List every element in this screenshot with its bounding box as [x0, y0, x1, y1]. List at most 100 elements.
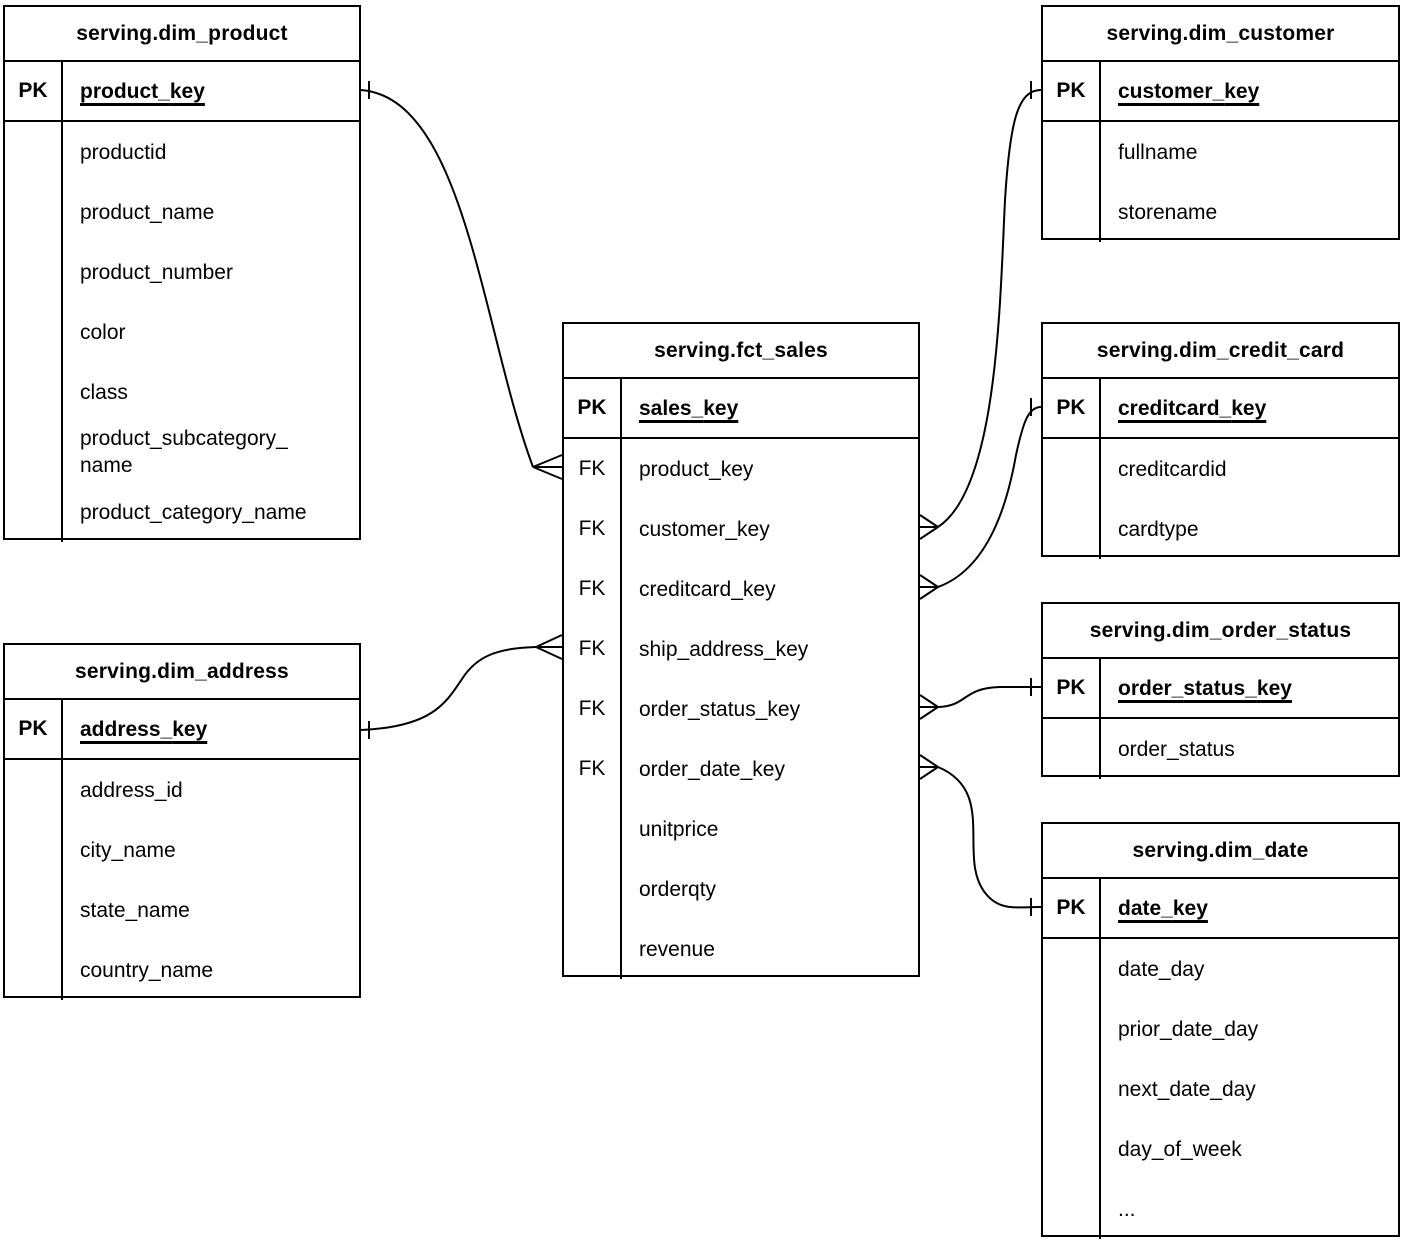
pk-badge: PK — [1043, 62, 1101, 120]
field-name: day_of_week — [1118, 1137, 1242, 1161]
primary-key-name: product_key — [80, 79, 205, 103]
empty-badge-cell — [1043, 1059, 1101, 1119]
relationship-fct-sales-creditcard — [919, 398, 1042, 600]
field-row: day_of_week — [1043, 1119, 1398, 1179]
crow-foot-many-marker — [919, 574, 939, 600]
field-row: address_id — [5, 760, 359, 820]
primary-key-name: customer_key — [1118, 79, 1260, 103]
pk-badge: PK — [1043, 659, 1101, 717]
empty-badge-cell — [1043, 1119, 1101, 1179]
empty-badge-cell — [1043, 182, 1101, 242]
empty-badge-cell — [564, 859, 622, 919]
fk-badge: FK — [564, 559, 622, 619]
empty-badge-cell — [1043, 439, 1101, 499]
field-row: product_name — [5, 182, 359, 242]
field-row: cardtype — [1043, 499, 1398, 559]
table-title: serving.dim_customer — [1043, 7, 1398, 62]
field-row: class — [5, 362, 359, 422]
primary-key-name: order_status_key — [1118, 676, 1292, 700]
field-name: address_id — [80, 778, 183, 802]
primary-key-name: address_key — [80, 717, 208, 741]
field-name: city_name — [80, 838, 176, 862]
field-name: product_key — [639, 457, 754, 481]
primary-key-row: PK order_status_key — [1043, 659, 1398, 719]
pk-badge: PK — [1043, 879, 1101, 937]
empty-badge-cell — [1043, 499, 1101, 559]
empty-badge-cell — [5, 302, 63, 362]
field-row: FK order_date_key — [564, 739, 918, 799]
field-name: country_name — [80, 958, 214, 982]
field-name: order_date_key — [639, 757, 785, 781]
relationship-fct-sales-order-status — [919, 678, 1041, 720]
empty-badge-cell — [5, 880, 63, 940]
field-row: orderqty — [564, 859, 918, 919]
field-row: creditcardid — [1043, 439, 1398, 499]
primary-key-row: PK customer_key — [1043, 62, 1398, 122]
relationship-line — [937, 406, 1042, 588]
field-row: prior_date_day — [1043, 999, 1398, 1059]
field-name: class — [80, 380, 128, 404]
fk-badge: FK — [564, 739, 622, 799]
empty-badge-cell — [1043, 1179, 1101, 1239]
field-name: product_number — [80, 260, 233, 284]
field-name: color — [80, 320, 126, 344]
field-row: fullname — [1043, 122, 1398, 182]
pk-badge: PK — [5, 62, 63, 120]
crow-foot-many-marker — [919, 754, 939, 780]
table-title: serving.dim_date — [1043, 824, 1398, 879]
primary-key-row: PK product_key — [5, 62, 359, 122]
field-name: ship_address_key — [639, 637, 809, 661]
field-name: productid — [80, 140, 167, 164]
field-name: revenue — [639, 937, 715, 961]
field-row: product_number — [5, 242, 359, 302]
field-row: country_name — [5, 940, 359, 1000]
field-row: color — [5, 302, 359, 362]
field-name: storename — [1118, 200, 1218, 224]
field-name: date_day — [1118, 957, 1205, 981]
relationship-fct-sales-ship-address — [360, 634, 563, 739]
relationship-line — [360, 89, 534, 468]
field-name: unitprice — [639, 817, 719, 841]
relationship-line — [937, 766, 1042, 909]
relationship-fct-sales-order-date — [919, 754, 1042, 916]
field-name: state_name — [80, 898, 190, 922]
field-name: next_date_day — [1118, 1077, 1256, 1101]
empty-badge-cell — [5, 242, 63, 302]
field-name: creditcardid — [1118, 457, 1227, 481]
field-row: product_subcategory_name — [5, 422, 359, 482]
field-name: order_status_key — [639, 697, 801, 721]
empty-badge-cell — [1043, 939, 1101, 999]
primary-key-row: PK sales_key — [564, 379, 918, 439]
primary-key-name: sales_key — [639, 396, 739, 420]
empty-badge-cell — [5, 482, 63, 542]
field-row: city_name — [5, 820, 359, 880]
empty-badge-cell — [564, 799, 622, 859]
relationship-line — [360, 646, 537, 731]
field-name: product_name — [80, 200, 215, 224]
field-name: cardtype — [1118, 517, 1199, 541]
pk-badge: PK — [564, 379, 622, 437]
primary-key-name: date_key — [1118, 896, 1208, 920]
field-row: storename — [1043, 182, 1398, 242]
empty-badge-cell — [1043, 122, 1101, 182]
empty-badge-cell — [1043, 719, 1101, 779]
field-name: product_category_name — [80, 500, 307, 524]
table-title: serving.dim_product — [5, 7, 359, 62]
relationship-line — [937, 686, 1041, 708]
table-title: serving.dim_credit_card — [1043, 324, 1398, 379]
empty-badge-cell — [5, 760, 63, 820]
empty-badge-cell — [5, 122, 63, 182]
empty-badge-cell — [5, 422, 63, 482]
field-row: ... — [1043, 1179, 1398, 1239]
field-row: revenue — [564, 919, 918, 979]
